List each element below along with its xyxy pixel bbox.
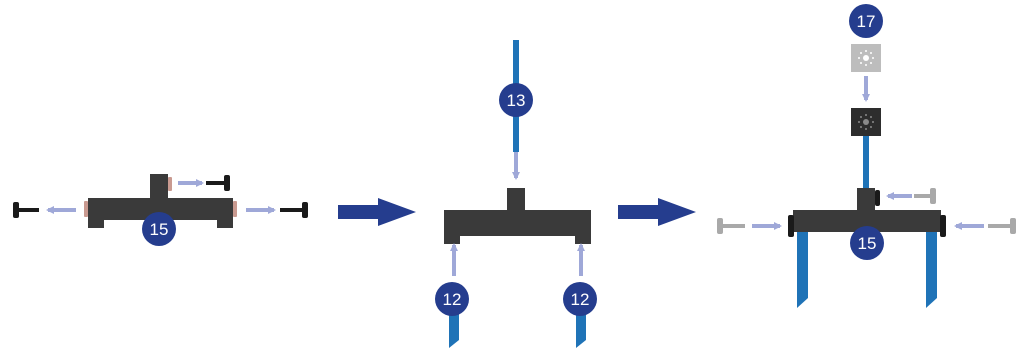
frame-part bbox=[793, 188, 941, 232]
knob-icon bbox=[280, 202, 308, 218]
knob-icon bbox=[206, 175, 230, 191]
pin-icon bbox=[717, 218, 745, 234]
svg-text:17: 17 bbox=[857, 12, 876, 31]
callout-badge: 15 bbox=[850, 226, 884, 260]
callout-badge: 17 bbox=[849, 4, 883, 38]
callout-badge: 12 bbox=[435, 282, 469, 316]
svg-text:12: 12 bbox=[571, 290, 590, 309]
end-cap-right bbox=[940, 215, 946, 237]
frame-part bbox=[88, 174, 233, 228]
joint-block-dark bbox=[851, 108, 881, 136]
leg-rod bbox=[797, 232, 808, 308]
end-cap-top bbox=[875, 190, 880, 206]
callout-badge: 13 bbox=[499, 83, 533, 117]
right-arrow-icon bbox=[338, 198, 416, 226]
svg-text:15: 15 bbox=[150, 220, 169, 239]
step-2: 13 12 12 bbox=[435, 40, 597, 348]
svg-text:15: 15 bbox=[858, 234, 877, 253]
svg-text:13: 13 bbox=[507, 91, 526, 110]
vertical-rod bbox=[863, 136, 869, 188]
leg-rod bbox=[926, 232, 937, 308]
callout-badge: 12 bbox=[563, 282, 597, 316]
step-1: 15 bbox=[13, 174, 308, 246]
end-cap-top bbox=[168, 177, 172, 191]
joint-block-light bbox=[851, 44, 881, 72]
pin-icon bbox=[988, 218, 1016, 234]
end-cap-left bbox=[84, 201, 88, 217]
svg-text:12: 12 bbox=[443, 290, 462, 309]
end-cap-left bbox=[788, 215, 794, 237]
step-3: 17 bbox=[717, 4, 1016, 308]
knob-icon bbox=[13, 202, 39, 218]
frame-part bbox=[444, 188, 591, 244]
pin-icon bbox=[914, 188, 936, 204]
right-arrow-icon bbox=[618, 198, 696, 226]
end-cap-right bbox=[233, 201, 237, 217]
callout-badge: 15 bbox=[142, 212, 176, 246]
